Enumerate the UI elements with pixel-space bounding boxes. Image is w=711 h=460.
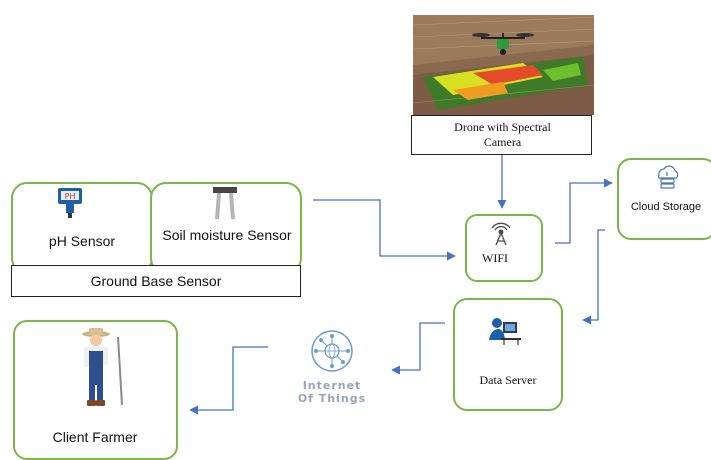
client-farmer-label: Client Farmer [52,429,138,445]
cloud-storage-box [617,158,711,240]
ground-base-label: Ground Base Sensor [90,273,222,289]
iot-label-line2: Of Things [297,392,367,405]
farmer-icon [76,325,136,410]
arrow-server-to-iot [391,322,445,375]
cloud-storage-label: Cloud Storage [630,201,702,213]
ground-base-sensor-box: Ground Base Sensor [11,265,301,297]
soil-sensor-icon [205,185,245,221]
arrow-iot-to-farmer [189,346,268,415]
drone-icon [472,33,534,55]
iot-label-line1: Internet [302,379,362,392]
ph-sensor-label: pH Sensor [48,233,116,249]
wifi-tower-icon [487,222,515,246]
drone-label-box: Drone with Spectral Camera [411,115,592,155]
arrow-wifi-to-cloud [555,178,613,244]
wifi-box [465,214,543,282]
ph-icon-text: PH [65,192,76,201]
drone-label: Drone with Spectral Camera [454,120,551,149]
drone-field-photo [413,15,594,115]
iot-icon [289,327,375,375]
drone-image [413,15,594,115]
ph-sensor-icon: PH [55,187,85,219]
soil-sensor-box [150,182,302,274]
soil-sensor-label: Soil moisture Sensor [162,227,292,243]
data-server-label: Data Server [479,373,537,387]
data-server-icon [487,316,523,346]
data-server-box [453,298,563,411]
arrow-cloud-to-server [582,229,605,325]
cloud-storage-icon [652,164,682,192]
wifi-label: WIFI [482,251,508,265]
arrow-sensor-to-wifi [313,199,456,261]
